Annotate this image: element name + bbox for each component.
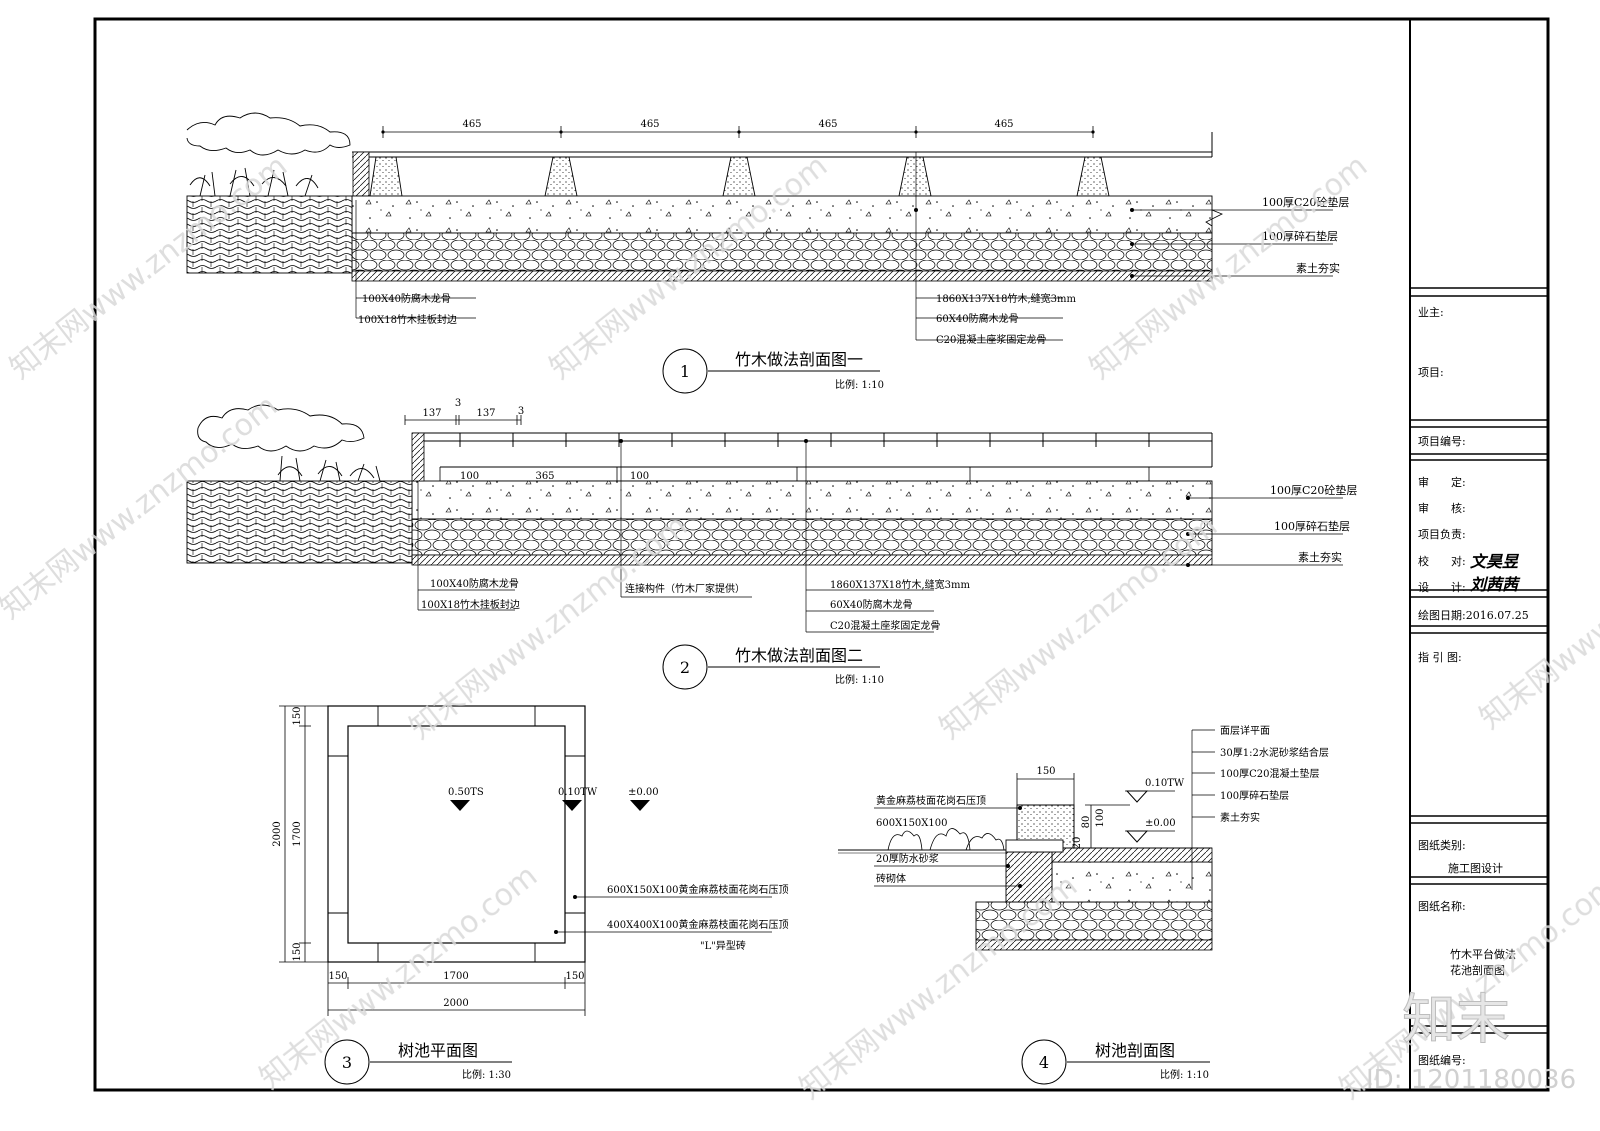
s1-scale: 比例: 1:10 bbox=[835, 378, 884, 391]
plan-3: 0.50TS 0.10TW ±0.00 600X150X100黄金麻荔枝面花岗石… bbox=[272, 705, 789, 1085]
s4-note-1: 面层详平面 bbox=[1220, 724, 1270, 737]
s4-number: 4 bbox=[1039, 1053, 1049, 1072]
s2-top-dim-3: 137 bbox=[476, 408, 495, 419]
watermarks: 知末网www.znzmo.com 知末网www.znzmo.com 知末网www… bbox=[0, 148, 1600, 1106]
s1-note-edge: 100X18竹木挂板封边 bbox=[358, 313, 457, 326]
p3-hdim-1: 150 bbox=[328, 971, 347, 982]
s1-note-board: 1860X137X18竹木,缝宽3mm bbox=[936, 292, 1077, 305]
s2-dim-a2: 365 bbox=[535, 471, 554, 482]
s2-top-dim-4: 3 bbox=[518, 406, 524, 417]
p3-hdim-3: 150 bbox=[565, 971, 584, 982]
design-signature: 刘茜茜 bbox=[1470, 575, 1521, 594]
p3-vdim-2: 1700 bbox=[292, 821, 303, 846]
name-line2: 花池剖面图 bbox=[1450, 963, 1505, 977]
s1-dim-2: 465 bbox=[640, 119, 659, 130]
s1-dim-1: 465 bbox=[462, 119, 481, 130]
s1-note-wood: 60X40防腐木龙骨 bbox=[936, 312, 1019, 325]
s2-note-joist: 100X40防腐木龙骨 bbox=[430, 577, 519, 590]
s4-note-size: 600X150X100 bbox=[876, 818, 948, 829]
s1-note-base: C20混凝土座浆固定龙骨 bbox=[936, 333, 1046, 346]
p3-note-coping1: 600X150X100黄金麻荔枝面花岗石压顶 bbox=[607, 883, 789, 896]
lead-label: 项目负责: bbox=[1418, 527, 1466, 541]
p3-hdim-total: 2000 bbox=[443, 998, 468, 1009]
s4-note-5: 素土夯实 bbox=[1220, 811, 1260, 824]
s4-note-mortar: 20厚防水砂浆 bbox=[876, 852, 939, 865]
name-label: 图纸名称: bbox=[1418, 899, 1466, 913]
name-line1: 竹木平台做法 bbox=[1450, 947, 1516, 961]
s2-note-wood: 60X40防腐木龙骨 bbox=[830, 598, 913, 611]
s1-dim-3: 465 bbox=[818, 119, 837, 130]
p3-title: 树池平面图 bbox=[398, 1041, 478, 1060]
design-label: 设 计: bbox=[1418, 581, 1466, 594]
category-label: 图纸类别: bbox=[1418, 838, 1466, 852]
s2-top-dim-2: 3 bbox=[455, 398, 461, 409]
category-value: 施工图设计 bbox=[1448, 862, 1503, 875]
s2-scale: 比例: 1:10 bbox=[835, 673, 884, 686]
s4-note-2: 30厚1:2水泥砂浆结合层 bbox=[1220, 746, 1329, 759]
owner-label: 业主: bbox=[1418, 306, 1444, 319]
title-block bbox=[1409, 18, 1549, 1091]
s4-level-1: 0.10TW bbox=[1145, 778, 1185, 789]
p3-vdim-3: 150 bbox=[292, 942, 303, 961]
s4-note-3: 100厚C20混凝土垫层 bbox=[1220, 767, 1319, 780]
p3-level-2: 0.10TW bbox=[558, 787, 598, 798]
s4-dim-100: 100 bbox=[1095, 808, 1106, 827]
proof-signature: 文昊昱 bbox=[1470, 552, 1520, 571]
brand-watermark: 知末 bbox=[1402, 988, 1510, 1051]
s1-title: 竹木做法剖面图一 bbox=[735, 350, 863, 369]
project-label: 项目: bbox=[1418, 366, 1444, 379]
s4-dim-20: 20 bbox=[1072, 837, 1083, 850]
s1-note-joist: 100X40防腐木龙骨 bbox=[362, 292, 451, 305]
section-2: 137 3 137 3 100 365 100 465 465 465 465 bbox=[186, 398, 1357, 690]
s2-note-gravel: 100厚碎石垫层 bbox=[1274, 519, 1350, 533]
s2-note-board: 1860X137X18竹木,缝宽3mm bbox=[830, 578, 971, 591]
s2-note-edge: 100X18竹木挂板封边 bbox=[421, 598, 520, 611]
p3-vdim-1: 150 bbox=[292, 706, 303, 725]
s2-title: 竹木做法剖面图二 bbox=[735, 646, 863, 665]
p3-vdim-total: 2000 bbox=[272, 821, 283, 846]
p3-note-coping2: 400X400X100黄金麻荔枝面花岗石压顶 bbox=[607, 918, 789, 931]
s2-number: 2 bbox=[680, 658, 690, 677]
check-label: 审 核: bbox=[1418, 501, 1466, 515]
number-label: 图纸编号: bbox=[1418, 1053, 1466, 1067]
s2-dim-a3: 100 bbox=[630, 471, 649, 482]
p3-number: 3 bbox=[342, 1053, 352, 1072]
s1-number: 1 bbox=[680, 362, 690, 381]
p3-note-brick: "L"异型砖 bbox=[700, 939, 746, 952]
p3-level-1: 0.50TS bbox=[448, 787, 484, 798]
proof-label: 校 对: bbox=[1418, 554, 1466, 568]
watermark-8: 知末网www.znzmo.com bbox=[253, 858, 544, 1096]
s2-note-base: C20混凝土座浆固定龙骨 bbox=[830, 619, 940, 632]
s4-scale: 比例: 1:10 bbox=[1160, 1068, 1209, 1081]
s4-note-4: 100厚碎石垫层 bbox=[1220, 789, 1289, 802]
s2-top-dim-1: 137 bbox=[422, 408, 441, 419]
s1-note-gravel: 100厚碎石垫层 bbox=[1262, 229, 1338, 243]
s2-note-concrete: 100厚C20砼垫层 bbox=[1270, 483, 1357, 497]
review-label: 审 定: bbox=[1418, 475, 1466, 489]
s4-note-brick: 砖砌体 bbox=[876, 872, 906, 885]
section-4: 150 100 80 20 0.10TW ±0.00 面层详平面 30厚1:2水… bbox=[838, 724, 1329, 1085]
s4-title: 树池剖面图 bbox=[1095, 1041, 1175, 1060]
s2-dim-a1: 100 bbox=[460, 471, 479, 482]
project-no-label: 项目编号: bbox=[1418, 434, 1466, 448]
s1-note-soil: 素土夯实 bbox=[1296, 261, 1340, 275]
s2-note-connector: 连接构件（竹木厂家提供） bbox=[625, 582, 745, 595]
s4-level-2: ±0.00 bbox=[1145, 818, 1176, 829]
s4-dim-150: 150 bbox=[1036, 766, 1055, 777]
s4-dim-80: 80 bbox=[1081, 816, 1092, 829]
section-1: 465 465 465 465 bbox=[186, 112, 1349, 394]
s1-dim-4: 465 bbox=[994, 119, 1013, 130]
p3-hdim-2: 1700 bbox=[443, 971, 468, 982]
date-label: 绘图日期:2016.07.25 bbox=[1418, 608, 1529, 622]
id-watermark: ID: 1201180036 bbox=[1366, 1065, 1576, 1095]
index-label: 指 引 图: bbox=[1418, 650, 1462, 664]
p3-scale: 比例: 1:30 bbox=[462, 1068, 511, 1081]
s4-note-coping: 黄金麻荔枝面花岗石压顶 bbox=[876, 794, 986, 807]
s1-note-concrete: 100厚C20砼垫层 bbox=[1262, 195, 1349, 209]
s2-note-soil: 素土夯实 bbox=[1298, 550, 1342, 564]
p3-level-3: ±0.00 bbox=[628, 787, 659, 798]
